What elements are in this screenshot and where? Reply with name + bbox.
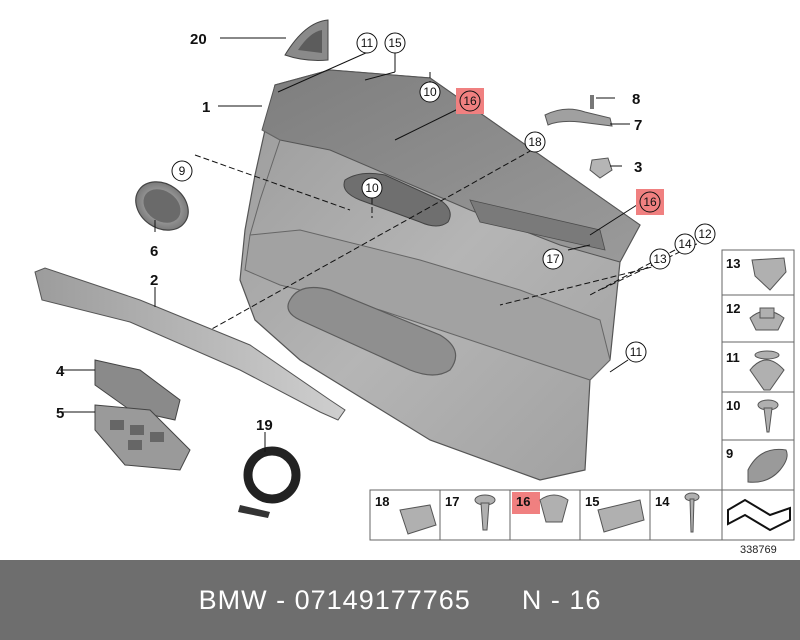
circle-callout-14: 14 bbox=[674, 233, 696, 255]
legend-right-11: 11 bbox=[726, 350, 740, 365]
circle-callout-12: 12 bbox=[694, 223, 716, 245]
callout-3: 3 bbox=[634, 159, 642, 176]
fastener-icons-bottom bbox=[399, 492, 791, 535]
fastener-icons-right bbox=[747, 257, 788, 483]
footer-brand: BMW bbox=[198, 584, 268, 615]
footer-part-number: 07149177765 bbox=[294, 584, 471, 615]
speaker-grille bbox=[135, 181, 189, 231]
footer-bar: BMW - 07149177765 N - 16 bbox=[0, 560, 800, 640]
svg-text:18: 18 bbox=[528, 135, 542, 149]
trim-strip bbox=[34, 267, 346, 421]
svg-text:14: 14 bbox=[678, 237, 692, 251]
callout-5: 5 bbox=[56, 405, 64, 422]
svg-text:11: 11 bbox=[361, 36, 374, 50]
legend-bottom-17: 17 bbox=[445, 494, 459, 509]
svg-text:16: 16 bbox=[643, 195, 657, 209]
circle-callout-15: 15 bbox=[384, 32, 406, 54]
footer-separator: - bbox=[267, 584, 295, 615]
callout-2: 2 bbox=[150, 272, 158, 289]
callout-20: 20 bbox=[190, 31, 207, 48]
svg-text:17: 17 bbox=[546, 252, 560, 266]
pin-8 bbox=[590, 95, 594, 109]
window-switch-block bbox=[94, 404, 191, 471]
handle-cover-7 bbox=[544, 108, 613, 127]
callout-19: 19 bbox=[256, 417, 273, 434]
legend-right-10: 10 bbox=[726, 398, 740, 413]
footer-gap bbox=[471, 585, 522, 616]
clip-3 bbox=[589, 157, 613, 179]
door-pocket bbox=[287, 287, 457, 376]
svg-text:15: 15 bbox=[388, 36, 402, 50]
callout-8: 8 bbox=[632, 91, 640, 108]
callout-1: 1 bbox=[202, 99, 210, 116]
circle-callout-13: 13 bbox=[649, 248, 671, 270]
svg-text:10: 10 bbox=[365, 181, 379, 195]
switch-cover-4 bbox=[94, 359, 181, 421]
callout-6: 6 bbox=[150, 243, 158, 260]
leader-lines bbox=[60, 37, 641, 452]
tweeter-cover bbox=[284, 19, 329, 61]
legend-right-9: 9 bbox=[726, 446, 733, 461]
circle-callout-11-right: 11 bbox=[625, 341, 647, 363]
circle-callout-16-right: 16 bbox=[636, 189, 664, 215]
legend-bottom-18: 18 bbox=[375, 494, 389, 509]
circle-callout-17: 17 bbox=[542, 248, 564, 270]
circle-callout-10-top: 10 bbox=[419, 81, 441, 103]
svg-text:11: 11 bbox=[630, 345, 643, 359]
legend-bottom-16-highlight bbox=[512, 492, 540, 514]
damping-ring-19 bbox=[238, 446, 301, 518]
svg-text:10: 10 bbox=[423, 85, 437, 99]
svg-text:13: 13 bbox=[653, 252, 667, 266]
armrest bbox=[244, 229, 611, 381]
legend-bottom-14: 14 bbox=[655, 494, 670, 509]
legend-bottom-16: 16 bbox=[516, 494, 530, 509]
switch-panel-recess bbox=[469, 199, 606, 251]
callout-7: 7 bbox=[634, 117, 642, 134]
svg-text:16: 16 bbox=[463, 94, 477, 108]
circle-callout-16-top: 16 bbox=[456, 88, 484, 114]
parts-diagram: 20 1 8 7 3 6 2 4 5 19 11 15 10 16 18 9 1… bbox=[34, 19, 795, 556]
callout-4: 4 bbox=[56, 363, 65, 380]
legend-right-13: 13 bbox=[726, 256, 740, 271]
legend-right-12: 12 bbox=[726, 301, 740, 316]
legend-bottom bbox=[369, 489, 795, 541]
svg-text:12: 12 bbox=[698, 227, 712, 241]
footer-position: N - 16 bbox=[521, 584, 602, 615]
circle-callout-18: 18 bbox=[524, 131, 546, 153]
circle-callout-11-top: 11 bbox=[356, 32, 378, 54]
circle-callout-10-mid: 10 bbox=[361, 177, 383, 199]
circle-callout-9: 9 bbox=[171, 160, 193, 182]
svg-text:9: 9 bbox=[179, 164, 186, 178]
door-trim-panel bbox=[239, 69, 641, 481]
diagram-id: 338769 bbox=[740, 544, 777, 556]
legend-bottom-15: 15 bbox=[585, 494, 599, 509]
trim-edge bbox=[249, 129, 281, 236]
